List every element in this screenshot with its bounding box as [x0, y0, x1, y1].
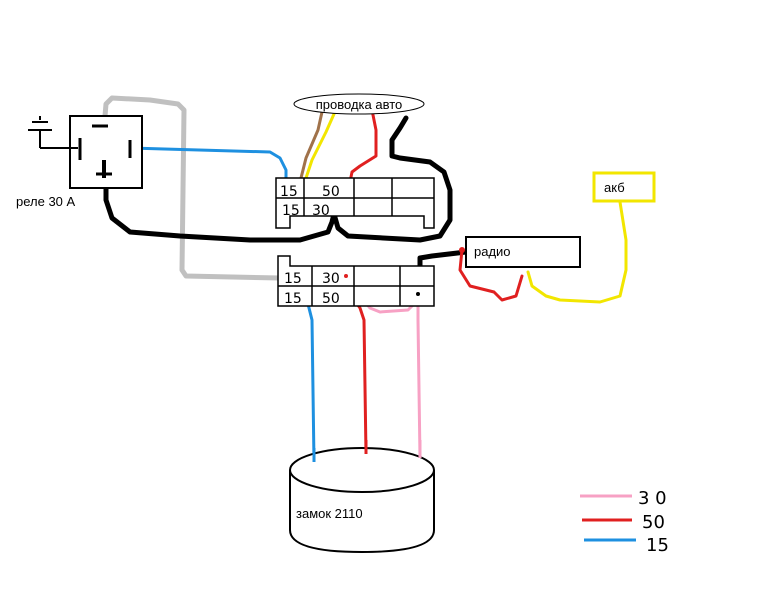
legend-label-15: 15	[646, 535, 669, 556]
yellow-wire-battery	[526, 200, 628, 304]
red-wire-lock	[348, 292, 368, 456]
battery-label: акб	[604, 180, 625, 195]
relay-label: реле 30 А	[16, 194, 76, 209]
legend-label-50: 50	[642, 512, 665, 533]
battery-box	[592, 171, 656, 203]
upper-connector: 15 50 15 30	[275, 177, 435, 229]
relay	[28, 115, 143, 189]
black-wire-radio	[417, 249, 469, 271]
blue-wire-relay	[128, 146, 288, 186]
blue-wire-lock	[298, 294, 316, 464]
upper-connector-body	[275, 177, 435, 229]
upper-pin-50: 50	[322, 184, 340, 200]
pink-wire-lock	[344, 280, 422, 460]
upper-pin-15-bottom: 15	[282, 203, 300, 219]
wiring-harness-ellipse	[293, 93, 425, 115]
gray-wire	[101, 95, 283, 281]
lower-pin-15-bottom: 15	[284, 291, 302, 307]
red-wire-harness	[348, 108, 378, 184]
lock-body	[289, 470, 435, 554]
lock-label: замок 2110	[296, 506, 363, 521]
lock-top	[289, 447, 435, 493]
lower-connector: 15 30 15 50	[277, 255, 435, 307]
radio-label: радио	[474, 244, 511, 259]
ground-icon	[28, 116, 78, 149]
wiring-label: проводка авто	[316, 97, 403, 112]
lower-pin-50: 50	[322, 291, 340, 307]
legend-label-30: 3 0	[638, 488, 667, 509]
black-wire-main	[103, 115, 453, 243]
lower-connector-body	[277, 255, 435, 307]
red-wire-radio	[458, 248, 524, 302]
upper-pin-30: 30	[312, 203, 330, 219]
legend: 3 0 50 15	[580, 488, 669, 556]
ignition-lock	[289, 447, 435, 554]
lower-pin-30: 30	[322, 271, 340, 287]
upper-pin-15-top: 15	[280, 184, 298, 200]
radio-box	[465, 236, 581, 268]
lower-pin-15-top: 15	[284, 271, 302, 287]
